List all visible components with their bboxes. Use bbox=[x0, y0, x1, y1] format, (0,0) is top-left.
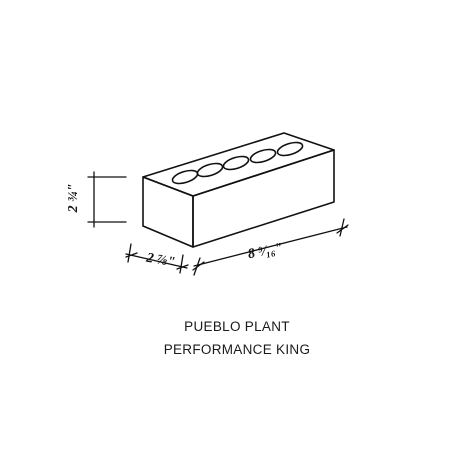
core-hole bbox=[249, 148, 277, 164]
caption-product-name: PERFORMANCE KING bbox=[163, 342, 311, 357]
core-hole bbox=[276, 141, 304, 157]
height-dimension bbox=[87, 171, 127, 228]
height-label: 2 ¾" bbox=[66, 184, 81, 214]
core-hole bbox=[196, 162, 224, 178]
brick-top-face bbox=[142, 132, 335, 197]
brick-front-face bbox=[142, 176, 194, 248]
core-hole bbox=[171, 169, 199, 185]
core-holes bbox=[171, 141, 304, 185]
core-hole bbox=[222, 155, 250, 171]
width-label: 2 ⅞" bbox=[144, 250, 176, 270]
caption-plant-name: PUEBLO PLANT bbox=[184, 319, 290, 334]
length-label: 8 ⁹⁄₁₆" bbox=[247, 241, 284, 262]
length-dimension bbox=[192, 218, 349, 276]
brick-side-face bbox=[192, 149, 335, 248]
width-dimension bbox=[125, 243, 189, 274]
